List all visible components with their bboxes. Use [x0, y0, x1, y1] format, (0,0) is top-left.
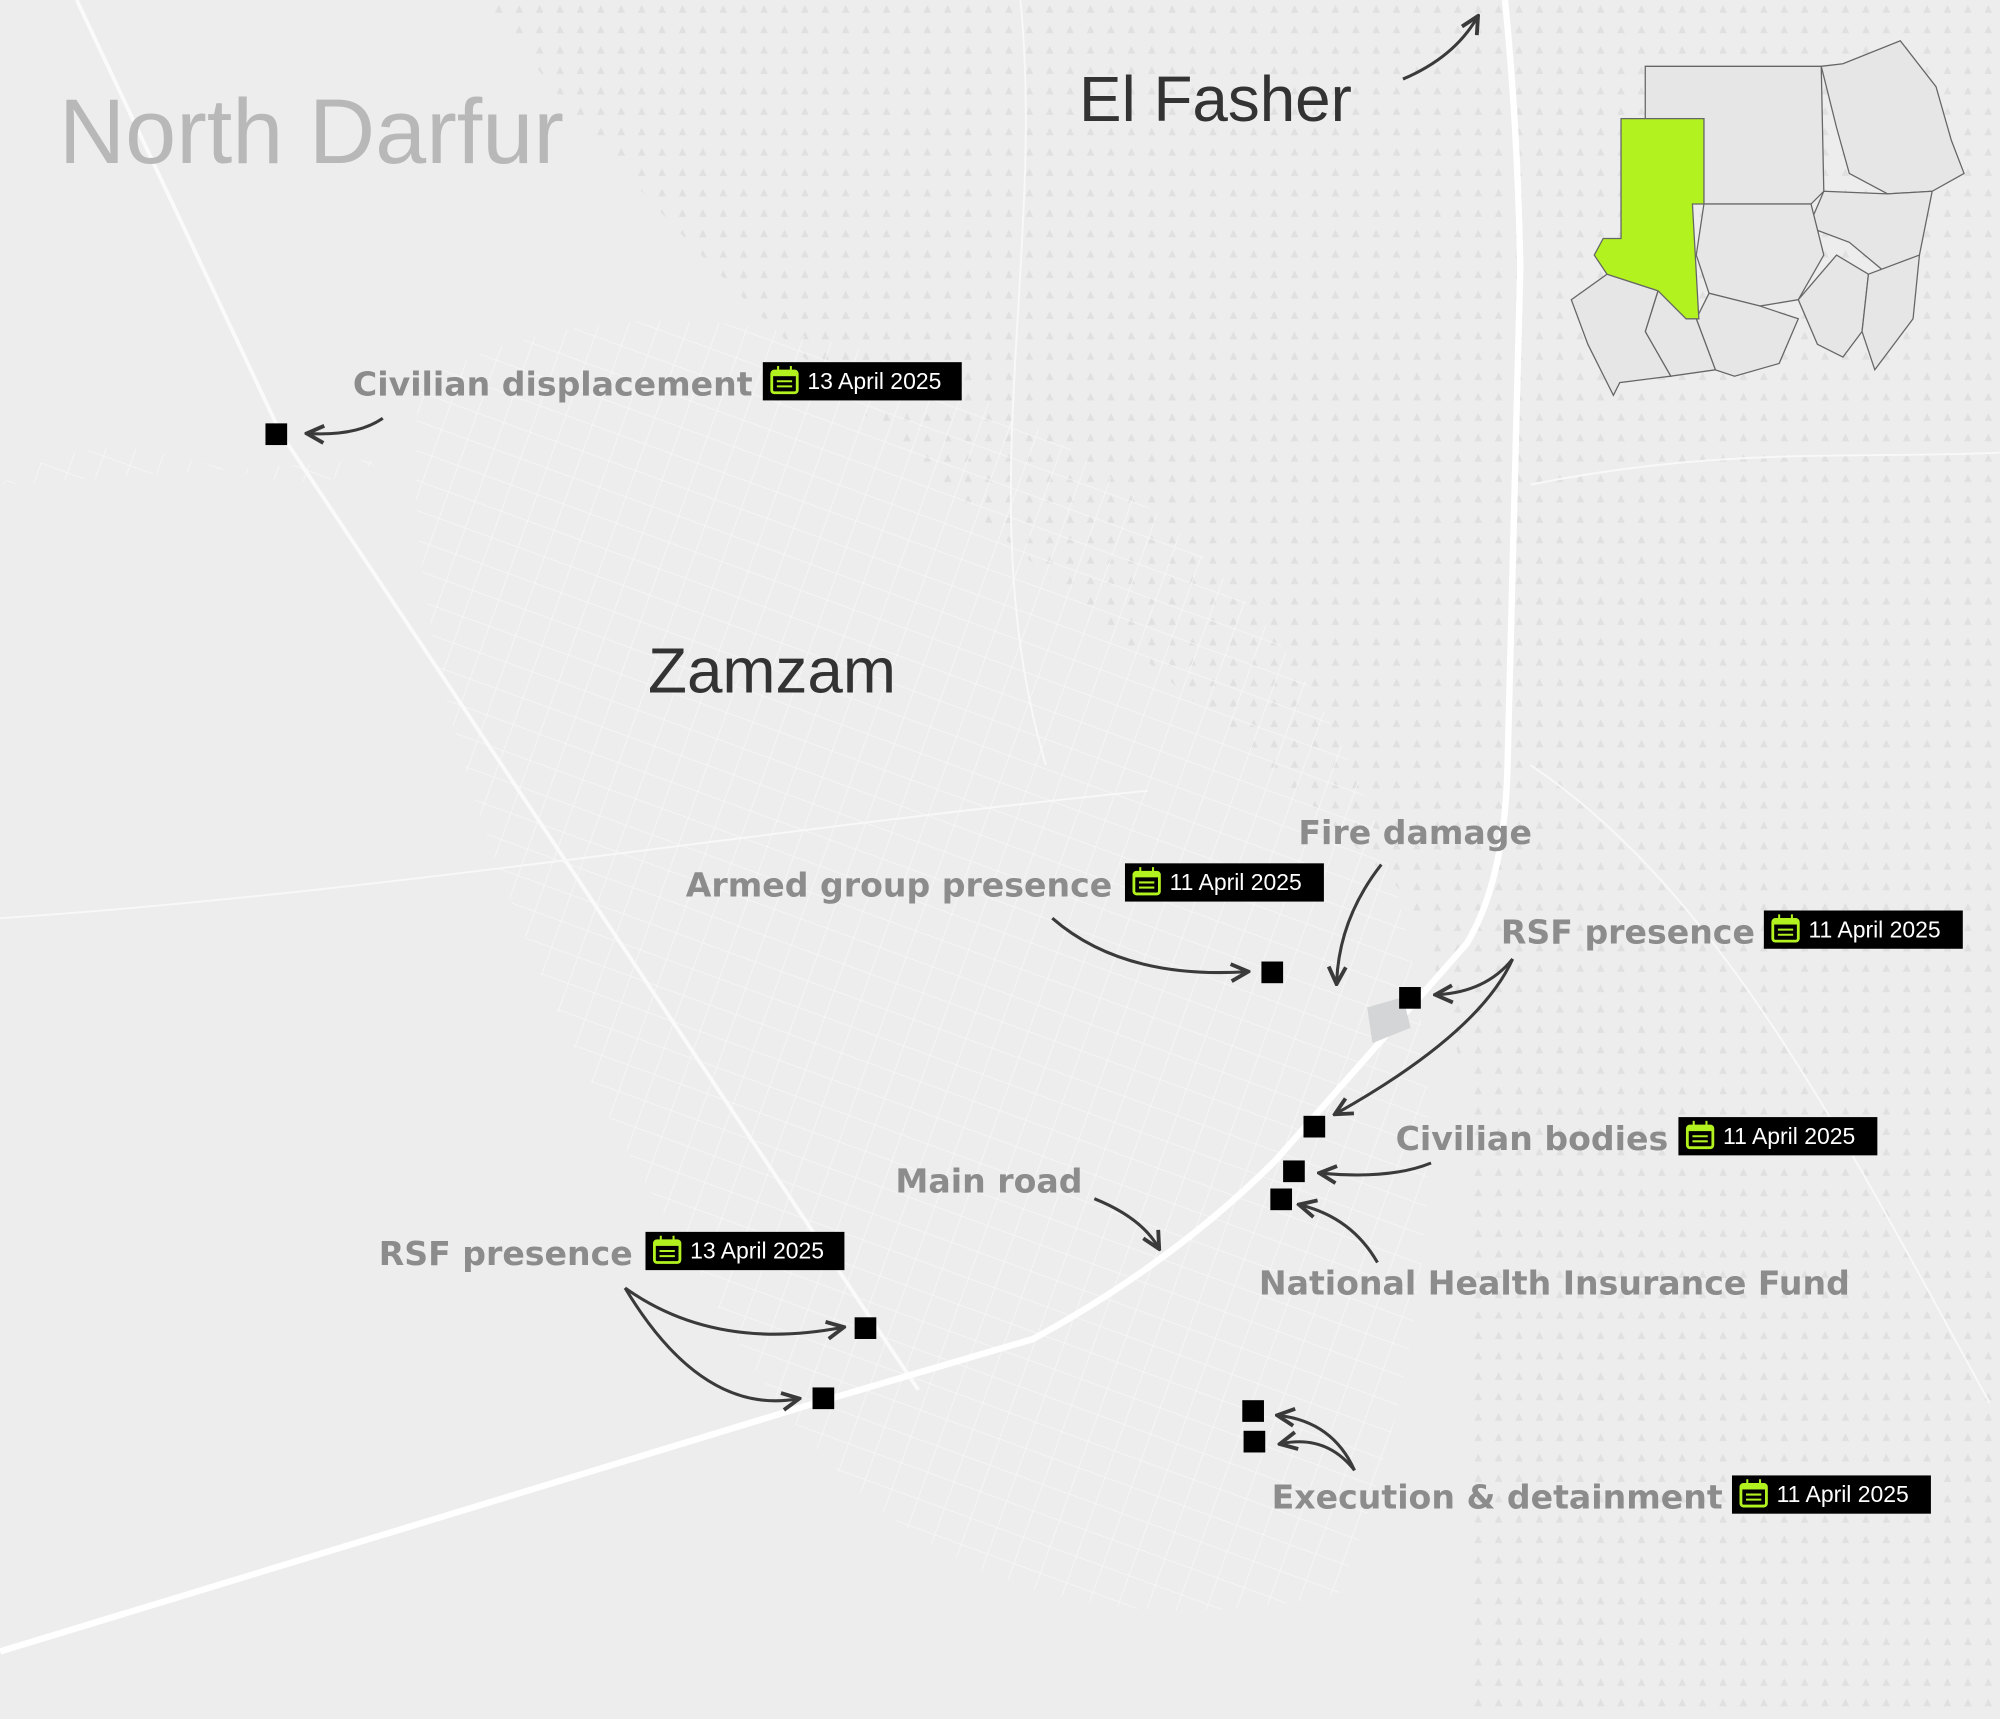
markers: [265, 423, 1421, 1453]
marker-execution-2[interactable]: [1243, 1430, 1266, 1453]
event-date: 13 April 2025: [690, 1238, 824, 1264]
el-fasher-arrow: [1402, 18, 1477, 81]
minor-road: [0, 0, 2000, 1404]
event-date: 11 April 2025: [1723, 1123, 1855, 1149]
marker-rsf-presence-2[interactable]: [1303, 1115, 1326, 1138]
main-road: [0, 0, 1524, 1655]
event-label: Armed group presence 11 April 2025: [686, 863, 1324, 904]
date-badge: 13 April 2025: [762, 362, 962, 401]
street-grid-west: [0, 448, 383, 485]
event-label: RSF presence 11 April 2025: [1501, 910, 1963, 952]
marker-nhif[interactable]: [1270, 1188, 1293, 1211]
marker-civilian-bodies[interactable]: [1283, 1160, 1305, 1183]
marker-rsf-presence-1[interactable]: [1399, 987, 1421, 1009]
calendar-icon: [1132, 867, 1161, 896]
event-title: RSF presence: [379, 1234, 633, 1273]
date-badge: 13 April 2025: [645, 1231, 845, 1271]
terrain-pattern: [484, 0, 2000, 1719]
region-label: North Darfur: [59, 81, 564, 183]
city-label: El Fasher: [1079, 63, 1352, 135]
event-date: 11 April 2025: [1808, 916, 1940, 942]
marker-execution-1[interactable]: [1242, 1400, 1264, 1422]
event-label: Execution & detainment 11 April 2025: [1272, 1475, 1931, 1517]
date-badge: 11 April 2025: [1731, 1475, 1931, 1514]
arrows: [309, 417, 1515, 1472]
main-road-label: Main road: [895, 1161, 1082, 1200]
calendar-icon: [1771, 914, 1800, 943]
calendar-icon: [770, 365, 799, 395]
event-title: Execution & detainment: [1272, 1478, 1723, 1517]
event-date: 11 April 2025: [1170, 869, 1302, 895]
marker-rsf-south-2[interactable]: [812, 1387, 835, 1410]
date-badge: 11 April 2025: [1124, 863, 1324, 902]
marker-armed-group[interactable]: [1261, 961, 1284, 984]
date-badge: 11 April 2025: [1763, 910, 1963, 949]
marker-rsf-south-1[interactable]: [854, 1317, 877, 1339]
date-badge: 11 April 2025: [1678, 1117, 1878, 1156]
sudan-inset-map: [1570, 40, 1965, 397]
marker-civilian-displacement[interactable]: [265, 423, 288, 446]
event-label: Civilian displacement 13 April 2025: [353, 362, 962, 403]
event-date: 11 April 2025: [1777, 1481, 1909, 1507]
urban-street-grid: [415, 320, 1429, 1611]
nhif-label: National Health Insurance Fund: [1259, 1263, 1850, 1302]
event-date: 13 April 2025: [807, 368, 941, 394]
event-title: RSF presence: [1501, 913, 1755, 952]
calendar-icon: [1739, 1479, 1768, 1508]
event-label: Civilian bodies 11 April 2025: [1396, 1117, 1878, 1158]
north-darfur-highlight: [1593, 117, 1705, 320]
event-title: Civilian displacement: [353, 364, 753, 403]
calendar-icon: [1685, 1120, 1715, 1150]
event-title: Armed group presence: [686, 865, 1112, 904]
event-title: Civilian bodies: [1396, 1119, 1669, 1158]
calendar-icon: [653, 1235, 682, 1264]
event-label: RSF presence 13 April 2025: [379, 1231, 845, 1273]
fire-damage-label: Fire damage: [1298, 813, 1532, 852]
camp-label: Zamzam: [648, 634, 896, 706]
